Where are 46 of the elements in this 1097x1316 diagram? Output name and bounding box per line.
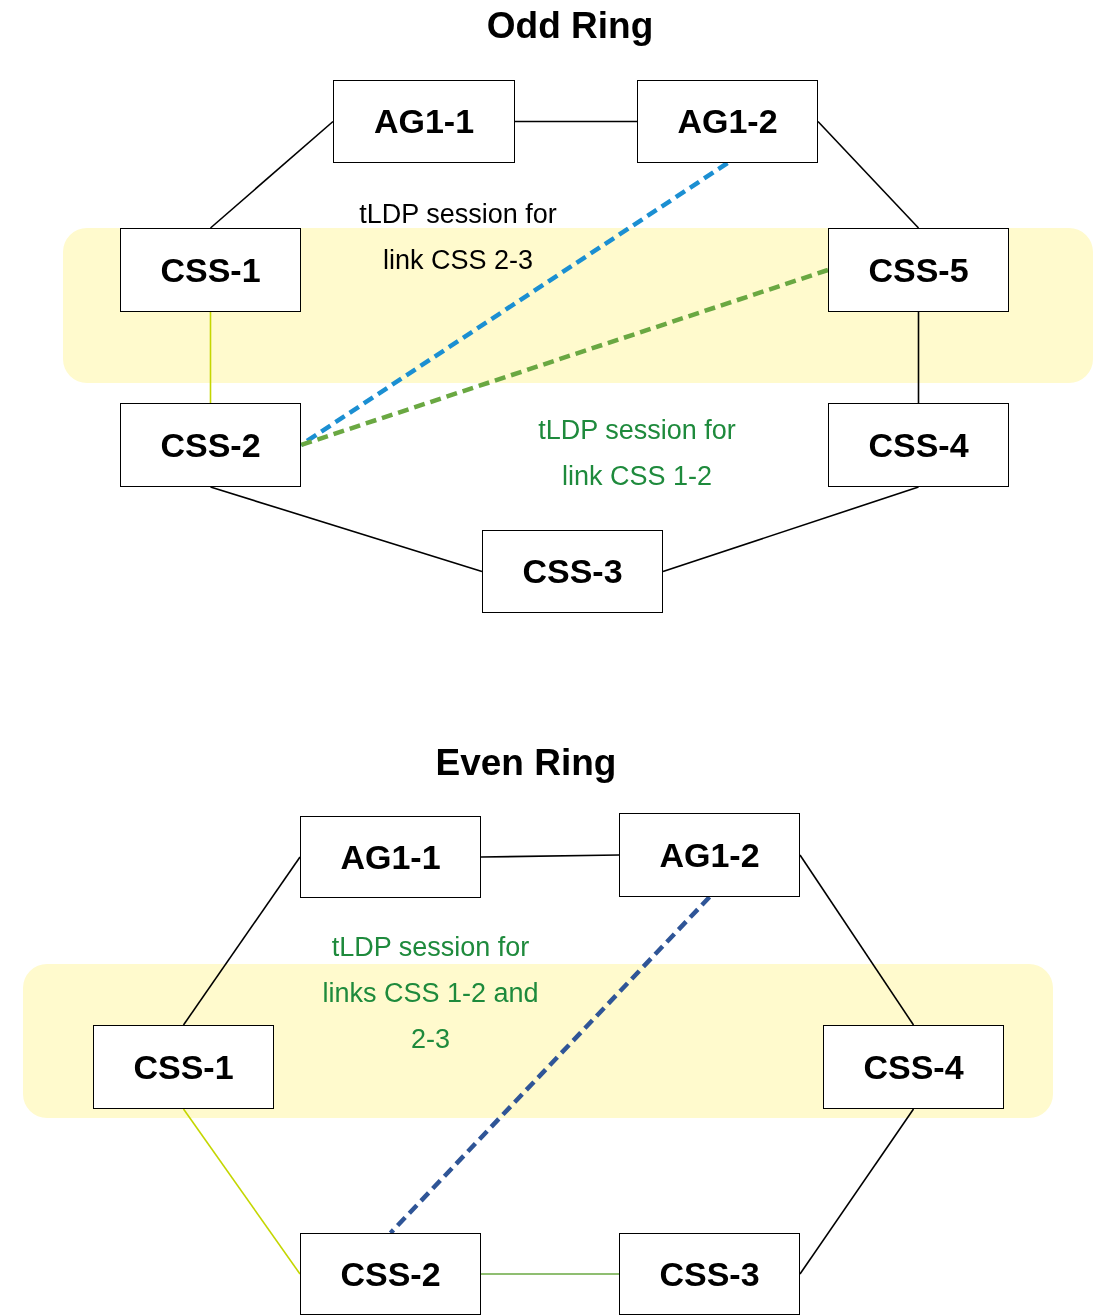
node-box [619,1233,800,1315]
node-box [300,816,481,898]
node-label: AG1-2 [677,102,778,141]
node-box [619,813,800,897]
connector-line [182,1108,301,1275]
connector-line [480,854,620,858]
connector-line [514,120,638,123]
connector-line [480,1273,620,1275]
node-label: CSS-4 [863,1047,964,1087]
node-box [482,530,663,613]
node-label: CSS-2 [340,1254,441,1294]
connector-line [917,311,920,404]
dashed-connector [388,895,712,1235]
connector-line [209,486,483,573]
connector-line [817,120,920,229]
connector-line [182,856,301,1026]
node-label: CSS-1 [133,1047,234,1087]
section-heading: Odd Ring [485,4,655,48]
node-label: CSS-3 [659,1254,760,1294]
node-box [333,80,515,163]
node-label: CSS-2 [160,425,261,465]
node-label: AG1-1 [373,102,475,141]
node-label: CSS-3 [522,552,623,591]
connector-line [209,120,334,229]
node-box [828,228,1009,312]
connector-line [209,311,212,404]
node-box [823,1025,1004,1109]
node-box [828,403,1009,487]
connector-line [799,854,915,1026]
connector-line [662,486,920,573]
node-label: CSS-4 [868,425,969,465]
section-heading: Even Ring [434,741,618,785]
node-label: AG1-1 [340,837,441,877]
annotation-text: tLDP session for link CSS 1-2 [537,414,737,493]
node-label: CSS-5 [868,250,969,290]
node-box [300,1233,481,1315]
node-label: CSS-1 [160,250,261,290]
node-box [120,228,301,312]
node-box [637,80,818,163]
node-box [120,403,301,487]
node-box [93,1025,274,1109]
annotation-text: tLDP session for links CSS 1-2 and 2-3 [321,931,540,1056]
node-label: AG1-2 [659,835,760,875]
annotation-text: tLDP session for link CSS 2-3 [358,198,558,277]
dashed-connector [300,267,829,448]
connector-line [799,1108,915,1275]
